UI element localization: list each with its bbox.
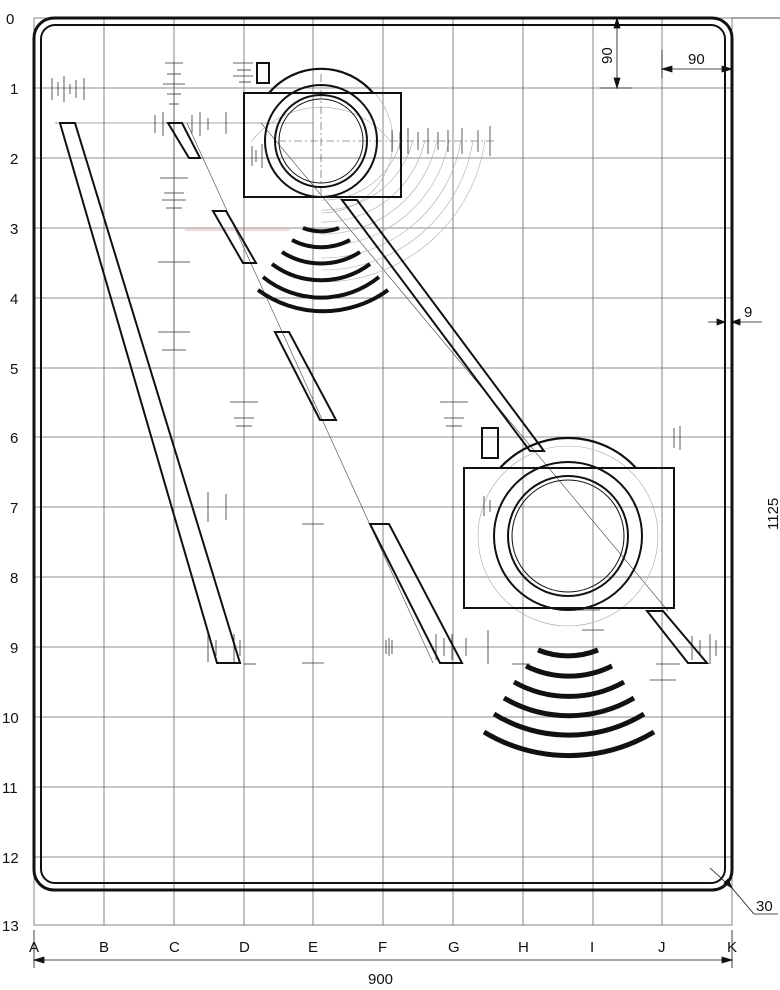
row-label-4: 4 (10, 291, 18, 308)
tick-marks (51, 62, 717, 681)
row-labels: 0 1 2 3 4 5 6 7 8 9 10 11 12 13 (2, 11, 19, 935)
stripe-bar-1 (166, 122, 202, 159)
column-label-b: B (99, 939, 109, 956)
row-label-10: 10 (2, 710, 19, 727)
column-label-h: H (518, 939, 529, 956)
stripe-bar-6 (644, 610, 710, 664)
row-label-9: 9 (10, 640, 18, 657)
dimension-right-margin: 90 (660, 50, 734, 78)
row-label-3: 3 (10, 221, 18, 238)
camera-top-lens-inner (274, 94, 368, 188)
dimension-total-width: 900 (32, 930, 734, 988)
stripe-bar-3 (273, 331, 338, 421)
camera-top-lens-outer (264, 84, 378, 198)
right-margin-label: 90 (688, 51, 705, 68)
total-height-label: 1125 (765, 498, 780, 530)
top-margin-label: 90 (599, 47, 616, 64)
sign-border (32, 16, 734, 892)
grid (33, 17, 733, 926)
column-label-i: I (590, 939, 594, 956)
total-width-label: 900 (368, 971, 393, 988)
column-label-d: D (239, 939, 250, 956)
camera-icon-bottom (463, 427, 675, 611)
row-label-8: 8 (10, 570, 18, 587)
stripe-bar-4 (368, 523, 464, 664)
camera-bottom-lens-outer (493, 461, 643, 611)
row-label-1: 1 (10, 81, 18, 98)
camera-top-flash (256, 62, 270, 84)
column-label-c: C (169, 939, 180, 956)
row-label-11: 11 (2, 780, 18, 797)
column-label-f: F (378, 939, 387, 956)
row-label-7: 7 (10, 500, 18, 517)
stripe-bars (58, 122, 710, 664)
stripe-bar-long (58, 122, 242, 664)
signal-waves-top (256, 226, 390, 314)
row-label-13: 13 (2, 918, 19, 935)
column-label-g: G (448, 939, 460, 956)
column-labels: A B C D E F G H I J K (29, 939, 737, 956)
row-label-0: 0 (6, 11, 14, 28)
row-label-2: 2 (10, 151, 18, 168)
border-gap-label: 9 (744, 304, 752, 321)
column-label-e: E (308, 939, 318, 956)
camera-bottom-body (463, 467, 675, 609)
camera-bottom-flash (481, 427, 499, 459)
dimension-total-height: 1125 (732, 17, 780, 530)
dimension-border-gap: 9 (708, 304, 762, 326)
row-label-6: 6 (10, 430, 18, 447)
row-label-12: 12 (2, 850, 19, 867)
construction-arcs (250, 68, 659, 627)
row-label-5: 5 (10, 361, 18, 378)
camera-bottom-lens-inner (507, 475, 629, 597)
column-label-j: J (658, 939, 666, 956)
signal-waves-bottom (482, 647, 656, 758)
camera-icon-top (243, 62, 402, 198)
stripe-bar-2 (211, 210, 258, 264)
dimension-corner-radius: 30 (709, 867, 778, 915)
corner-radius-label: 30 (756, 898, 773, 915)
stripe-bar-5 (340, 199, 546, 452)
dimension-top-margin: 90 (598, 16, 632, 90)
